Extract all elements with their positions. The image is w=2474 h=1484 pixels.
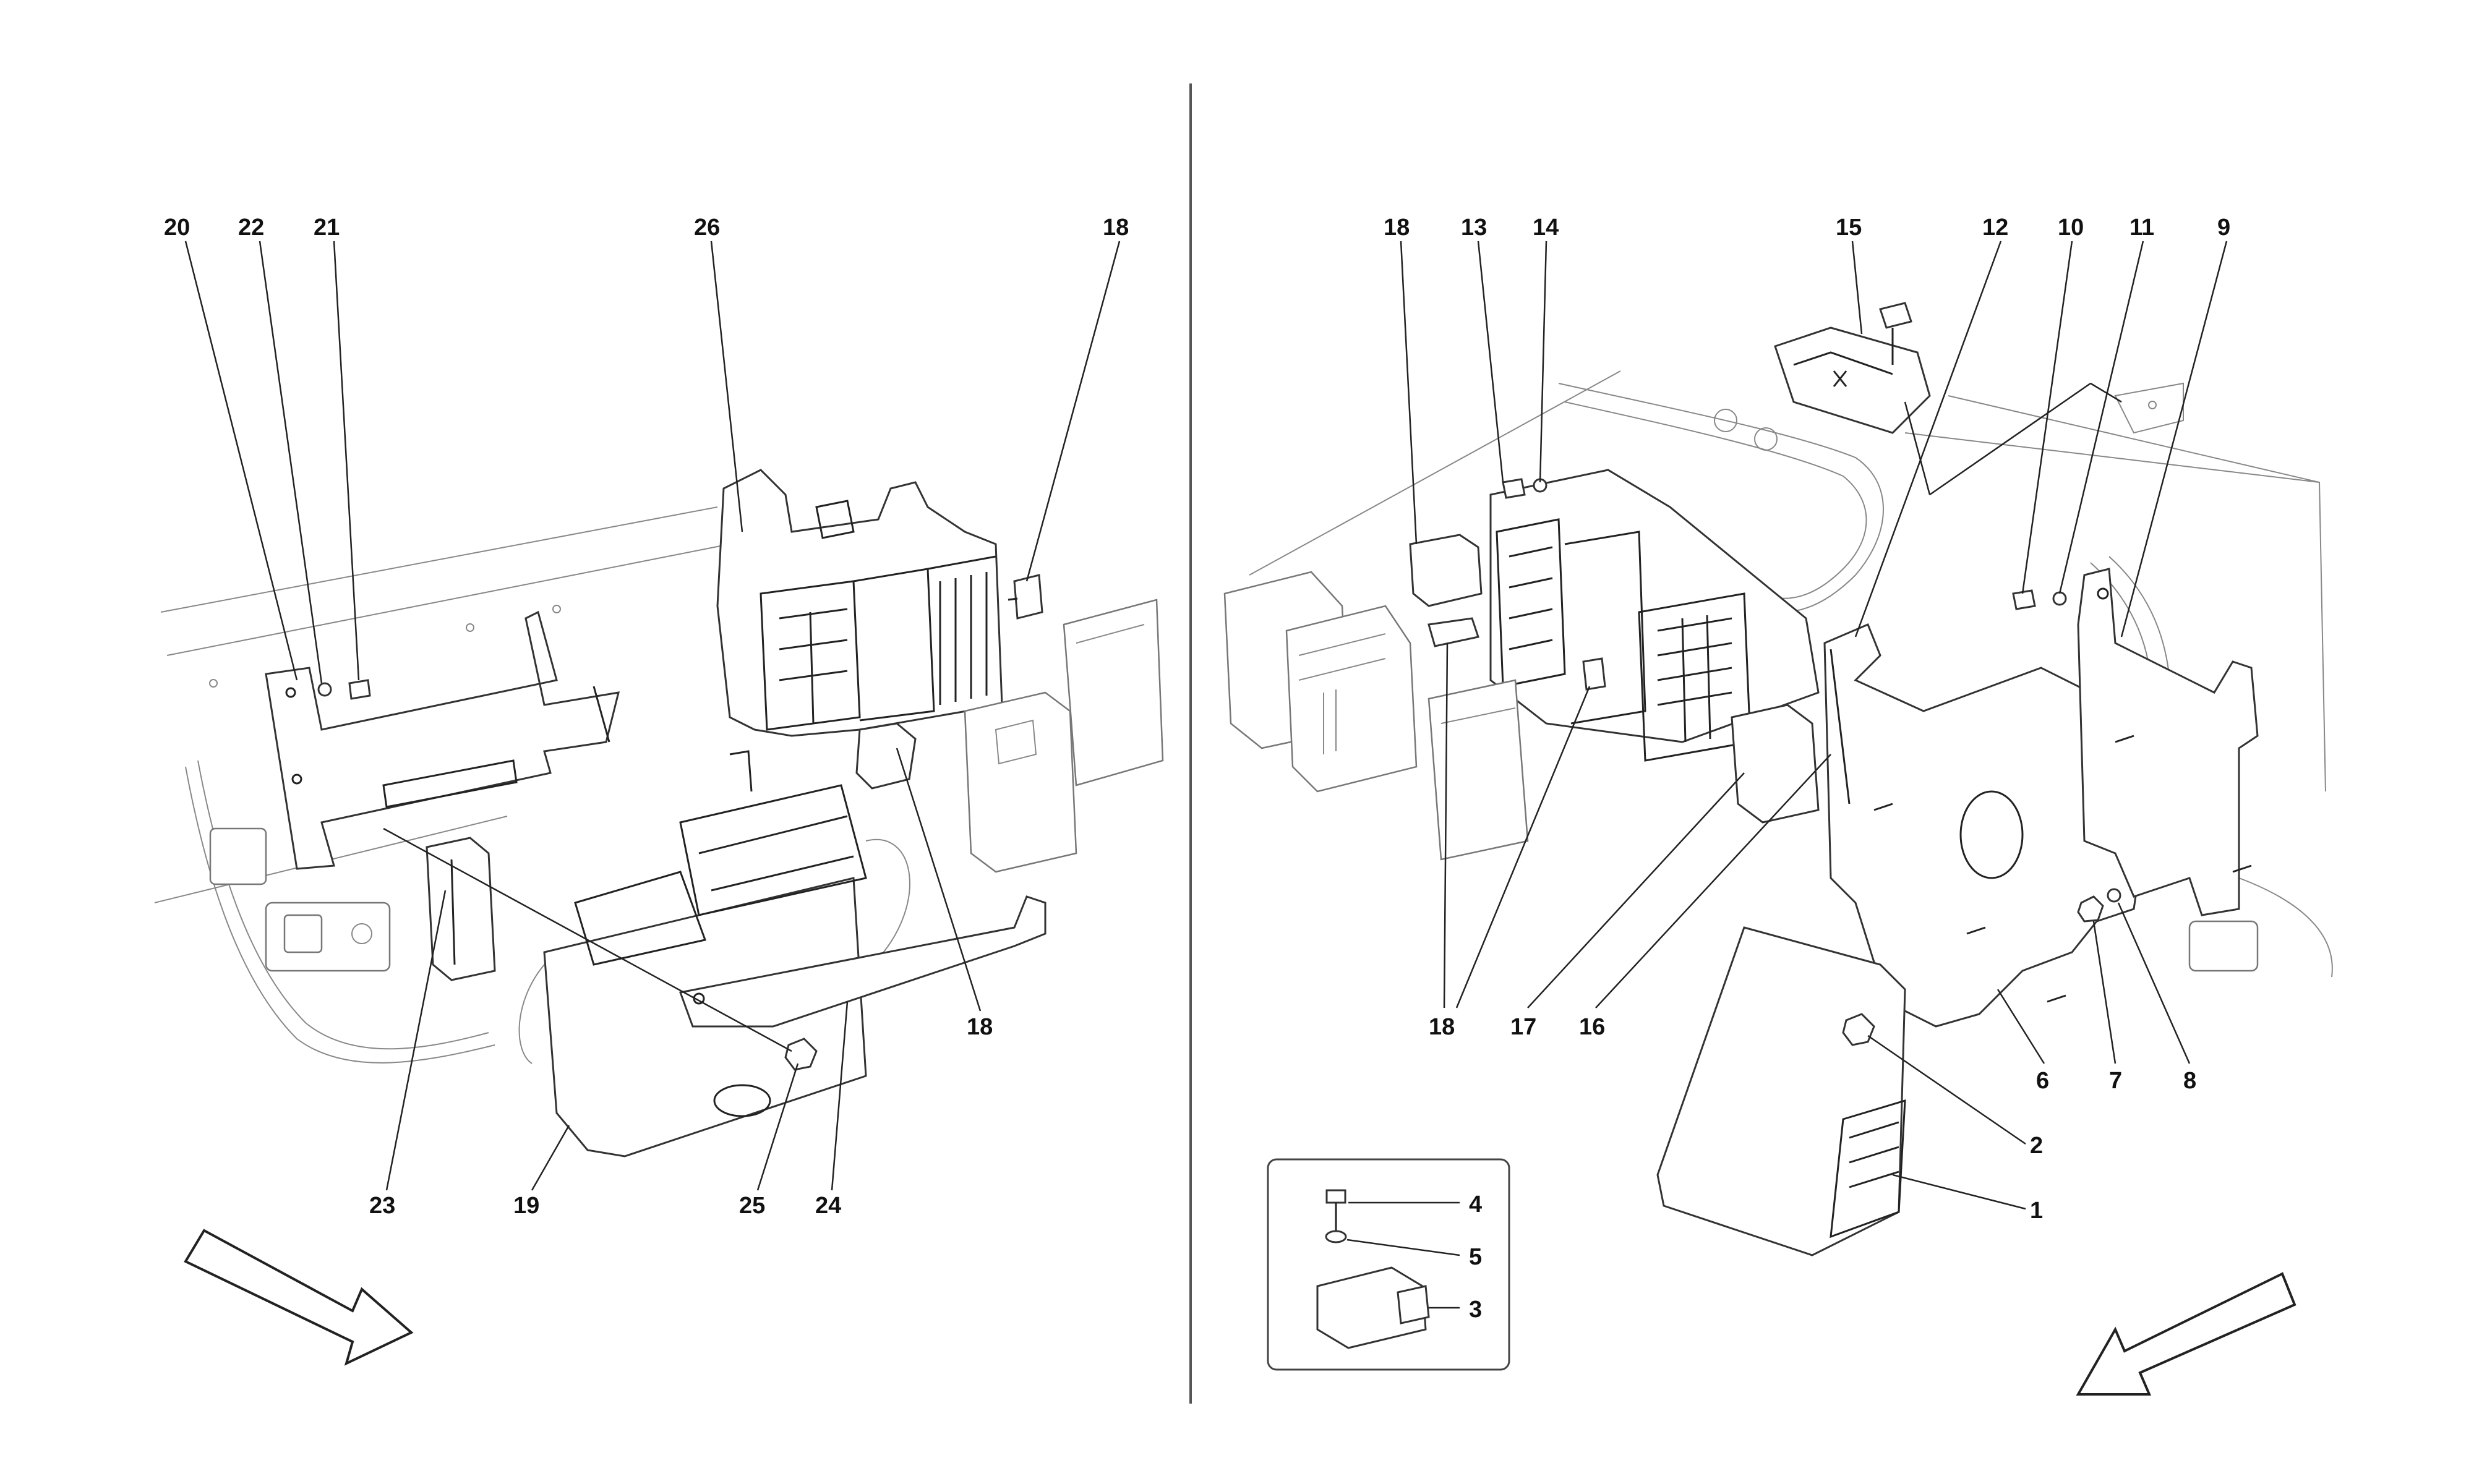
relay-18-large bbox=[1409, 534, 1483, 607]
module-box-left bbox=[964, 599, 1164, 873]
bracket-23 bbox=[426, 837, 496, 981]
callout-18-b: 18 bbox=[1429, 1014, 1455, 1040]
callout-11: 11 bbox=[2129, 215, 2154, 241]
callout-19: 19 bbox=[513, 1193, 539, 1219]
callout-18-a: 18 bbox=[1384, 215, 1410, 241]
chassis-floor-right bbox=[1249, 370, 2326, 792]
callout-22: 22 bbox=[238, 215, 264, 241]
callout-24: 24 bbox=[815, 1193, 841, 1219]
inset-callout-3: 3 bbox=[1469, 1297, 1482, 1323]
callout-26: 26 bbox=[694, 215, 720, 241]
callout-18-top: 18 bbox=[1103, 215, 1129, 241]
callout-23: 23 bbox=[369, 1193, 395, 1219]
front-direction-arrow-left bbox=[184, 1229, 414, 1366]
callout-1: 1 bbox=[2030, 1198, 2043, 1224]
bracket-20 bbox=[265, 610, 620, 870]
callout-2: 2 bbox=[2030, 1133, 2043, 1159]
module-box-right-a bbox=[1223, 571, 1418, 793]
inset-detail-box: 4 5 3 bbox=[1267, 1158, 1510, 1371]
callout-25: 25 bbox=[739, 1193, 765, 1219]
washer-22 bbox=[317, 682, 332, 697]
nut-2 bbox=[1842, 1013, 1875, 1046]
relay-18-small bbox=[1008, 574, 1043, 620]
callout-17: 17 bbox=[1510, 1014, 1536, 1040]
callout-18-mid: 18 bbox=[967, 1014, 993, 1040]
control-module-15 bbox=[1774, 302, 1931, 434]
fuse-18-strip bbox=[1427, 617, 1479, 647]
callout-8: 8 bbox=[2183, 1068, 2196, 1094]
callout-21: 21 bbox=[314, 215, 340, 241]
front-direction-arrow-right bbox=[2076, 1272, 2296, 1396]
callout-20: 20 bbox=[164, 215, 190, 241]
callout-7: 7 bbox=[2109, 1068, 2122, 1094]
callout-12: 12 bbox=[1982, 215, 2008, 241]
callout-13: 13 bbox=[1461, 215, 1487, 241]
screw-4 bbox=[1325, 1189, 1346, 1230]
washer-8 bbox=[2107, 888, 2121, 903]
right-panel: 18 13 14 15 12 10 11 9 18 17 16 bbox=[1223, 215, 2333, 1396]
callout-14: 14 bbox=[1533, 215, 1559, 241]
studs-6 bbox=[1873, 735, 2252, 1003]
left-panel: 20 22 21 26 18 18 23 19 25 24 bbox=[154, 215, 1164, 1366]
callout-15: 15 bbox=[1836, 215, 1862, 241]
relay-17 bbox=[1731, 704, 1820, 824]
washer-5 bbox=[1325, 1230, 1347, 1243]
callouts-left: 20 22 21 26 18 18 23 19 25 24 bbox=[164, 215, 1129, 1219]
callout-6: 6 bbox=[2036, 1068, 2049, 1094]
screw-10 bbox=[2012, 589, 2036, 610]
callout-9: 9 bbox=[2217, 215, 2230, 241]
relay-18 bbox=[855, 722, 917, 790]
screw-21 bbox=[348, 679, 371, 700]
wiring-harness-left bbox=[185, 760, 495, 1064]
inset-callout-5: 5 bbox=[1469, 1244, 1482, 1270]
callouts-right: 18 13 14 15 12 10 11 9 18 17 16 bbox=[1384, 215, 2230, 1224]
nut-25 bbox=[784, 1038, 818, 1071]
bracket-24 bbox=[678, 750, 1047, 1028]
callout-16: 16 bbox=[1579, 1014, 1605, 1040]
bracket-9 bbox=[2077, 568, 2259, 916]
screw-13 bbox=[1502, 478, 1526, 499]
fuse-box-26 bbox=[716, 469, 1003, 737]
washer-11 bbox=[2052, 591, 2067, 606]
relay-18-small-right bbox=[1582, 657, 1606, 691]
sensor-3 bbox=[1316, 1266, 1430, 1349]
control-unit-1 bbox=[1656, 926, 1906, 1256]
relay-box-bottom bbox=[1427, 679, 1529, 861]
nut-7 bbox=[2077, 895, 2104, 923]
inset-callout-4: 4 bbox=[1469, 1192, 1482, 1217]
callout-10: 10 bbox=[2058, 215, 2084, 241]
